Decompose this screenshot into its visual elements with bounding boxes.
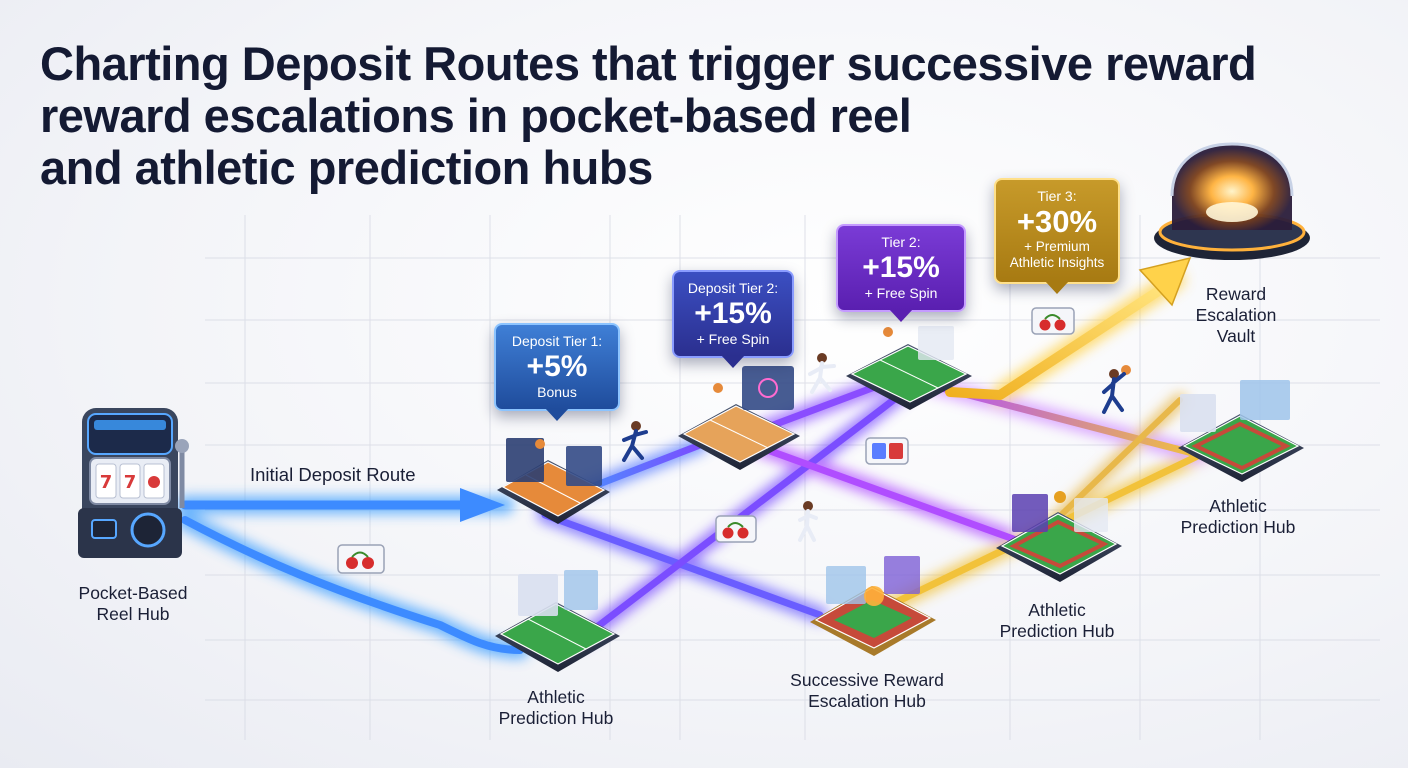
hub-bottom-field xyxy=(495,570,620,672)
callout-tier3-value: +15% xyxy=(862,251,940,284)
label-hub-escalation: Successive Reward Escalation Hub xyxy=(790,670,944,712)
hub-tier3-field xyxy=(846,326,972,410)
label-hub-middle: Athletic Prediction Hub xyxy=(1000,600,1115,642)
label-hub-right: Athletic Prediction Hub xyxy=(1181,496,1296,538)
route-tier3-to-vault xyxy=(945,285,1165,400)
title-line-3: and athletic prediction hubs xyxy=(40,141,653,194)
label-line: Prediction Hub xyxy=(1180,517,1296,537)
slot-machine-icon: 7 7 xyxy=(78,408,189,558)
hub-escalation-track xyxy=(810,556,936,656)
callout-tier1-detail: Bonus xyxy=(537,384,577,400)
label-line: Vault xyxy=(1216,326,1256,346)
label-line: Reward xyxy=(1205,284,1267,304)
callout-deposit-tier-1: Deposit Tier 1: +5% Bonus xyxy=(494,323,620,421)
hub-middle-field xyxy=(996,491,1122,582)
callout-tier-3-gold: Tier 3: +30% + Premium Athletic Insights xyxy=(994,178,1120,294)
title-line-1: Charting Deposit Routes that trigger suc… xyxy=(40,37,1257,90)
callout-tier3-heading: Tier 2: xyxy=(881,234,921,250)
label-line: Escalation xyxy=(1195,305,1277,325)
label-hub-bottom: Athletic Prediction Hub xyxy=(499,687,614,729)
route-tier2-to-middle xyxy=(736,436,1034,549)
initial-route-arrowhead xyxy=(460,488,505,522)
callout-tier4-detail-2: Athletic Insights xyxy=(1009,255,1105,270)
label-line: Reel Hub xyxy=(96,604,170,624)
hub-tier2-court xyxy=(678,366,800,470)
label-line: Athletic xyxy=(1209,496,1267,516)
callout-tier-2-purple: Tier 2: +15% + Free Spin xyxy=(836,224,966,322)
cherry-icon xyxy=(1031,307,1075,335)
athlete-icon xyxy=(798,501,818,542)
label-line: Escalation Hub xyxy=(808,691,926,711)
athlete-icon xyxy=(1102,365,1131,414)
svg-text:7: 7 xyxy=(124,472,137,493)
lower-blue-route xyxy=(181,516,524,654)
callout-tier1-value: +5% xyxy=(526,350,588,383)
label-line: Pocket-Based xyxy=(78,583,188,603)
callout-tier4-detail-1: + Premium xyxy=(1024,239,1090,254)
athlete-icon xyxy=(808,353,836,394)
callout-deposit-tier-2: Deposit Tier 2: +15% + Free Spin xyxy=(672,270,794,368)
title-line-2: reward escalations in pocket-based reel xyxy=(40,89,912,142)
label-vault: Reward Escalation Vault xyxy=(1196,284,1277,347)
label-initial-deposit-route: Initial Deposit Route xyxy=(250,464,416,485)
hub-tier1-court xyxy=(497,438,610,524)
label-line: Successive Reward xyxy=(790,670,944,690)
callout-tier4-value: +30% xyxy=(1016,204,1098,239)
label-line: Athletic xyxy=(527,687,585,707)
vault-dome-icon xyxy=(1154,142,1310,260)
cherry-icon xyxy=(715,515,757,543)
vault-arrowhead xyxy=(1138,256,1192,307)
route-tier2-to-tier3 xyxy=(756,381,884,434)
callout-tier2-detail: + Free Spin xyxy=(696,331,770,347)
svg-text:7: 7 xyxy=(100,472,113,493)
cherry-icon xyxy=(337,544,385,574)
callout-tier1-heading: Deposit Tier 1: xyxy=(511,333,603,349)
hub-right-field xyxy=(1178,380,1304,482)
label-line: Prediction Hub xyxy=(999,621,1115,641)
callout-tier2-heading: Deposit Tier 2: xyxy=(687,280,779,296)
label-reel-hub: Pocket-Based Reel Hub xyxy=(79,583,188,625)
callout-tier2-value: +15% xyxy=(694,297,772,330)
athlete-icon xyxy=(622,421,648,462)
label-line: Prediction Hub xyxy=(498,708,614,728)
callout-tier3-detail: + Free Spin xyxy=(864,285,938,301)
label-line: Athletic xyxy=(1028,600,1086,620)
page-title: Charting Deposit Routes that trigger suc… xyxy=(40,37,1257,194)
callout-tier4-heading: Tier 3: xyxy=(1037,188,1077,204)
mini-slot-icon xyxy=(865,437,909,465)
